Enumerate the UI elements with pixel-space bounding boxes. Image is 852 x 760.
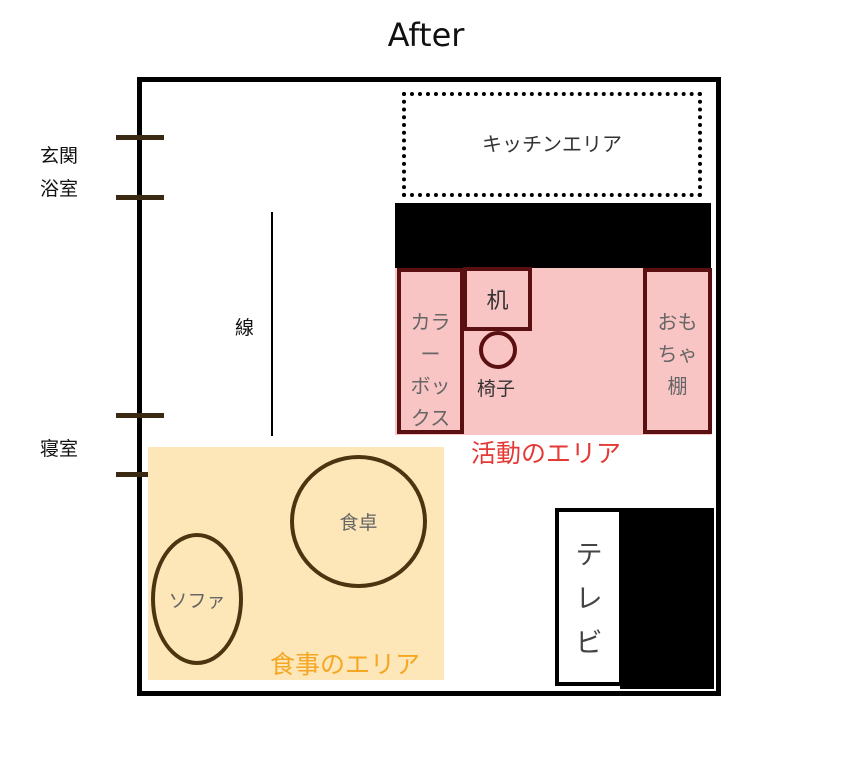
kitchen-area-label: キッチンエリア bbox=[482, 132, 622, 156]
chair-label: 椅子 bbox=[477, 378, 516, 400]
dining-table-label: 食卓 bbox=[339, 512, 378, 534]
entrance-label: 玄関 bbox=[40, 145, 79, 167]
door-tick-bathroom bbox=[116, 195, 164, 200]
toy-shelf-label-line1: おも bbox=[657, 310, 698, 334]
door-tick-bedroom-top bbox=[116, 413, 164, 418]
color-box-label-line1: カラー bbox=[410, 310, 451, 366]
color-box-label-line2: ボッ bbox=[410, 374, 451, 398]
sofa-label: ソファ bbox=[168, 589, 226, 612]
television: テ レ ビ bbox=[555, 508, 623, 686]
color-box: カラー ボッ クス bbox=[397, 268, 464, 434]
diagram-title: After bbox=[387, 16, 465, 54]
tv-label-line1: テ bbox=[575, 540, 603, 571]
chair bbox=[479, 331, 517, 369]
divider-line-label: 線 bbox=[235, 317, 255, 339]
desk-label: 机 bbox=[486, 289, 509, 314]
tv-label-line2: レ bbox=[575, 584, 603, 615]
bathroom-label: 浴室 bbox=[40, 178, 79, 200]
wall-block-bottom bbox=[620, 508, 714, 689]
bedroom-label: 寝室 bbox=[40, 438, 79, 460]
door-tick-bedroom-bottom bbox=[116, 472, 164, 477]
dining-area-label: 食事のエリア bbox=[270, 650, 421, 679]
sofa: ソファ bbox=[151, 533, 243, 665]
divider-line bbox=[271, 212, 273, 436]
dining-table: 食卓 bbox=[290, 455, 427, 588]
color-box-label-line3: クス bbox=[410, 406, 451, 430]
wall-block-top bbox=[395, 203, 711, 268]
activity-area-label: 活動のエリア bbox=[471, 439, 622, 468]
kitchen-area: キッチンエリア bbox=[402, 92, 702, 197]
toy-shelf-label-line3: 棚 bbox=[667, 374, 688, 398]
toy-shelf-label-line2: ちゃ bbox=[657, 342, 698, 366]
tv-label-line3: ビ bbox=[575, 628, 603, 659]
door-tick-entrance-top bbox=[116, 135, 164, 140]
toy-shelf: おも ちゃ 棚 bbox=[643, 268, 712, 434]
desk: 机 bbox=[463, 267, 532, 331]
